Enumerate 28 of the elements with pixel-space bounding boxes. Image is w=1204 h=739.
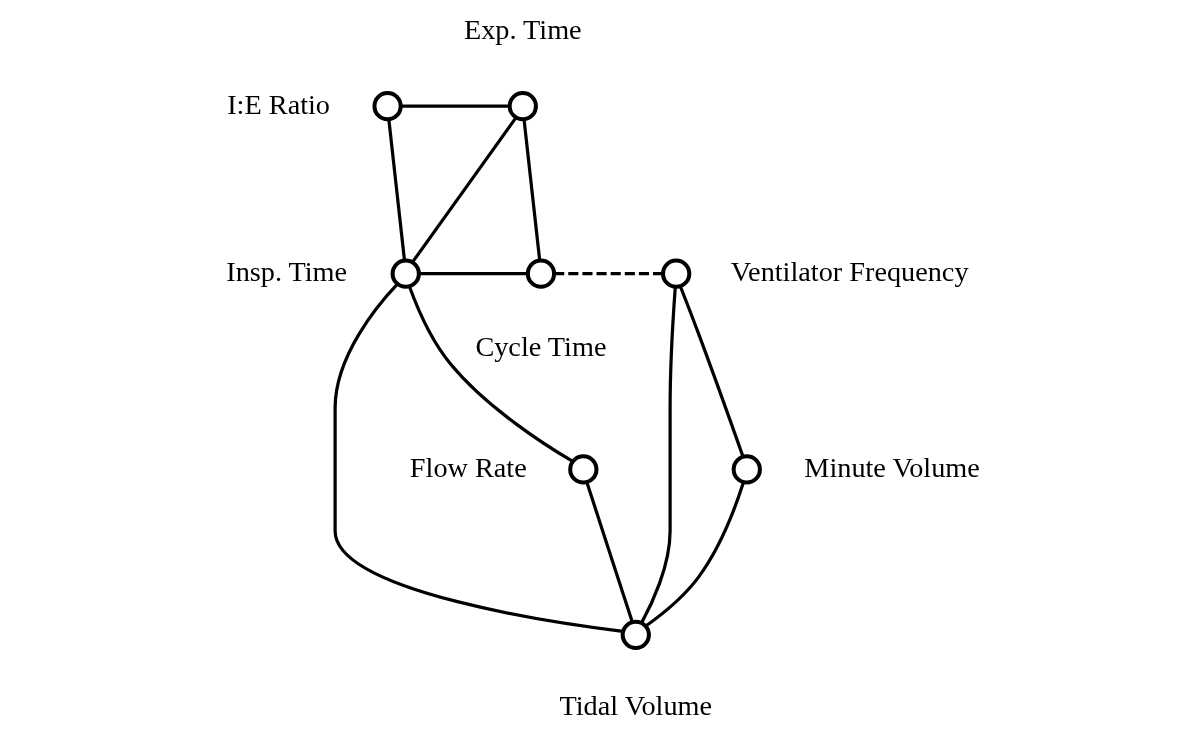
node-circle — [525, 258, 556, 289]
node-label: Tidal Volume — [559, 689, 712, 721]
connector — [333, 283, 623, 633]
node-label: Flow Rate — [409, 451, 527, 483]
node-circle — [731, 454, 762, 485]
node-label: Cycle Time — [474, 330, 606, 362]
node-circle — [567, 454, 598, 485]
node-label: Ventilator Frequency — [730, 256, 969, 288]
connector — [407, 285, 573, 463]
connector — [639, 287, 677, 624]
connector — [400, 104, 509, 108]
node-label: Exp. Time — [463, 13, 582, 45]
node-label: I:E Ratio — [226, 88, 330, 120]
node-label: Insp. Time — [225, 256, 347, 288]
connector — [584, 482, 634, 623]
node-circle — [507, 91, 538, 122]
connector — [644, 481, 745, 628]
connector — [410, 116, 517, 264]
node-circle — [371, 91, 403, 122]
connector — [386, 119, 406, 261]
node-circle — [390, 258, 421, 289]
connector — [521, 119, 541, 261]
node-circle — [660, 258, 691, 289]
connector — [553, 272, 663, 276]
connector — [418, 272, 528, 276]
node-circle — [620, 619, 651, 650]
connector — [678, 285, 744, 457]
node-label: Minute Volume — [803, 451, 980, 483]
